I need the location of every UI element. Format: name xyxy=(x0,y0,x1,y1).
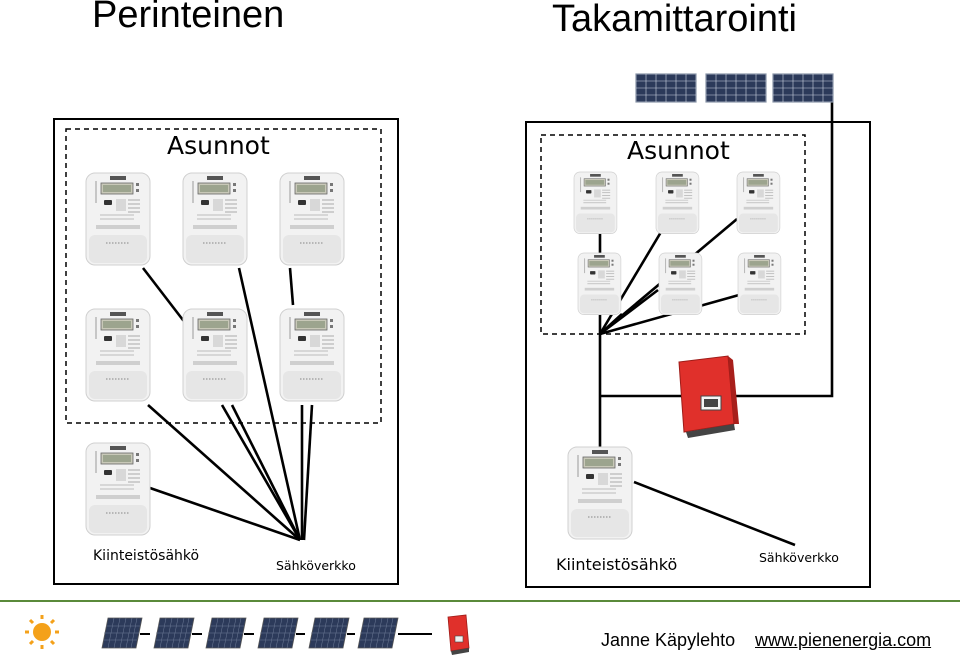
footer-inverter-icon xyxy=(447,614,470,655)
left-meter-wiring xyxy=(141,267,314,542)
right-grid-label: Sähköverkko xyxy=(759,550,839,565)
title-back-metering: Takamittarointi xyxy=(552,0,797,40)
left-apartment-meter-2 xyxy=(182,172,248,266)
right-apartment-meter-2 xyxy=(655,171,700,235)
right-apartment-meter-1 xyxy=(573,171,618,235)
right-apartment-meter-5 xyxy=(658,252,703,316)
right-apartment-meter-3 xyxy=(736,171,781,235)
right-apartments-boundary xyxy=(540,134,806,335)
right-apartment-meter-6 xyxy=(737,252,782,316)
footer-website-link[interactable]: www.pienenergia.com xyxy=(755,630,932,650)
left-apartments-label: Asunnot xyxy=(167,131,270,160)
left-apartment-meter-3 xyxy=(279,172,345,266)
title-traditional: Perinteinen xyxy=(92,0,285,36)
solar-panel-3 xyxy=(772,73,834,103)
sun-icon xyxy=(25,615,59,649)
left-apartment-meter-1 xyxy=(85,172,151,266)
left-property-meter xyxy=(85,442,151,536)
left-apartment-meter-5 xyxy=(182,308,248,402)
footer-author: Janne Käpylehto xyxy=(601,630,736,650)
right-apartments-label: Asunnot xyxy=(627,136,730,165)
right-building-frame xyxy=(525,121,871,588)
left-property-electricity-label: Kiinteistösähkö xyxy=(93,548,200,564)
left-grid-label: Sähköverkko xyxy=(276,558,356,573)
right-property-electricity-label: Kiinteistösähkö xyxy=(556,555,678,574)
right-apartment-meter-4 xyxy=(577,252,622,316)
left-apartments-boundary xyxy=(65,128,382,424)
left-apartment-meter-4 xyxy=(85,308,151,402)
right-property-meter xyxy=(567,446,633,540)
solar-panel-1 xyxy=(635,73,697,103)
footer-solar-string xyxy=(101,617,432,649)
solar-inverter xyxy=(678,355,739,438)
left-building-frame xyxy=(53,118,399,585)
left-apartment-meter-6 xyxy=(279,308,345,402)
solar-panel-2 xyxy=(705,73,767,103)
